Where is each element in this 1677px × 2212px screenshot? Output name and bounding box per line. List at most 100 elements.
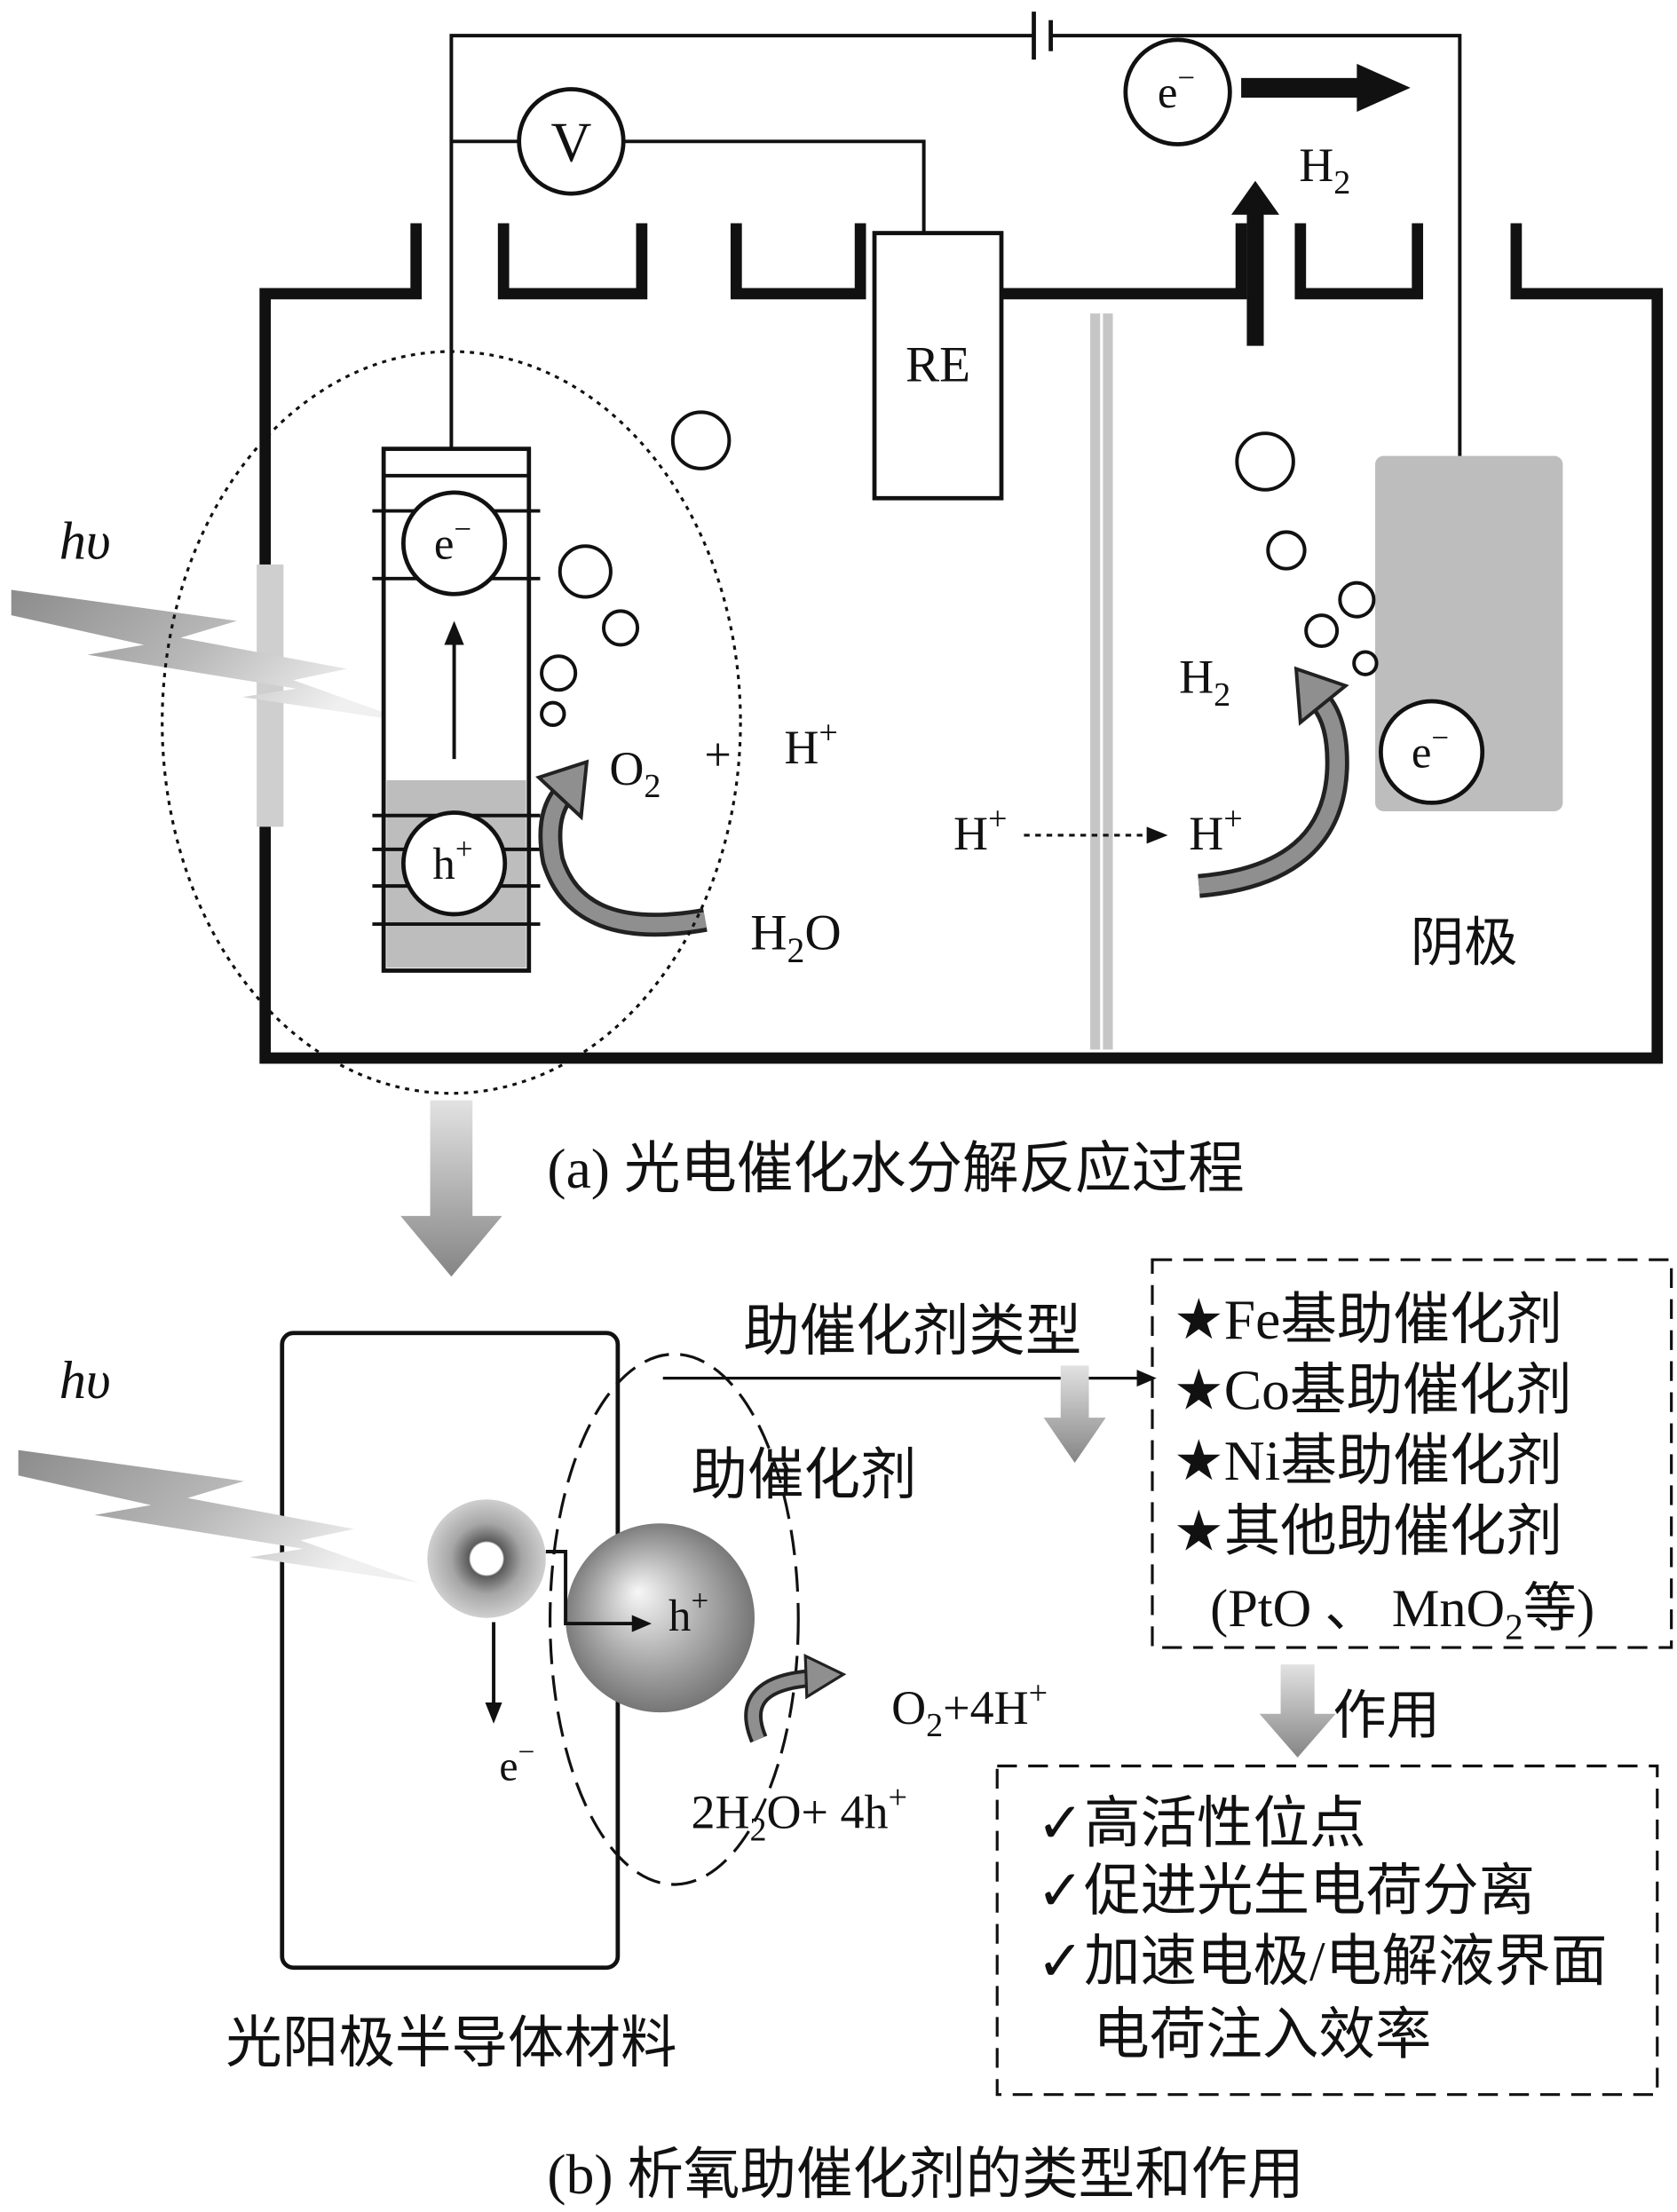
function-text: 促进光生电荷分离	[1084, 1860, 1535, 1923]
bubble	[670, 410, 732, 470]
proton-sup: +	[988, 801, 1008, 838]
reactants-label: 2H2O+ 4h+	[691, 1779, 907, 1849]
reactants-b: O+ 4h	[767, 1785, 889, 1838]
voltmeter-label: V	[550, 111, 591, 174]
type-text: Co基助催化剂	[1224, 1359, 1572, 1422]
electron-flow-arrow	[1241, 63, 1411, 112]
type-note-b: 等)	[1523, 1579, 1594, 1639]
products-b: +4H	[943, 1681, 1028, 1734]
oxygen-sub: 2	[644, 768, 661, 805]
water-label: H2O	[750, 905, 841, 970]
proton-transport-arrow-head	[1146, 826, 1168, 844]
excitation-ring-center	[472, 1544, 501, 1573]
electron-drift-arrow-head	[485, 1702, 502, 1724]
zoom-down-arrow	[400, 1100, 502, 1277]
functions-box	[995, 1764, 1659, 2097]
voltmeter-circle	[517, 87, 626, 196]
part-b-cocatalyst: 光阳极半导体材料 hυ e− h+ 助催化剂 O2+4H+ 2H2O+ 4h+ …	[18, 1258, 1673, 2206]
reactants-sub: 2	[749, 1812, 766, 1849]
cocatalyst-sphere	[566, 1523, 755, 1713]
electron-base: e	[499, 1743, 518, 1789]
caption-b: (b) 析氧助催化剂的类型和作用	[547, 2143, 1303, 2206]
type-text: Fe基助催化剂	[1224, 1288, 1562, 1351]
hole-sup: +	[455, 832, 473, 866]
check-icon: ✓	[1037, 1791, 1084, 1854]
bubble	[540, 654, 578, 692]
oxygen-bubbles	[540, 410, 732, 728]
products-a: O	[891, 1681, 926, 1734]
function-item-continuation: 电荷注入效率	[1093, 2003, 1431, 2066]
bubble	[601, 609, 640, 647]
lid-port-3	[1294, 223, 1424, 300]
oxidation-arrow-head	[535, 759, 589, 821]
function-down-arrow	[1259, 1664, 1336, 1758]
hole-label-anode: h+	[432, 832, 472, 889]
hydrogen-base: H	[1179, 651, 1214, 704]
water-oxidation-arrow-head	[803, 1654, 847, 1700]
check-icon: ✓	[1037, 1930, 1084, 1993]
electron-base: e	[1158, 67, 1178, 117]
light-label: hυ	[59, 512, 111, 572]
bubble	[1235, 431, 1295, 492]
cell-wall	[259, 223, 1664, 1064]
electron-base: e	[1412, 728, 1432, 778]
water-sub: 2	[787, 931, 805, 970]
proton-label-anode: H+	[784, 715, 838, 774]
electron-label: e−	[499, 1736, 534, 1790]
hydrogen-label-cathode: H2	[1179, 651, 1230, 714]
water-oxidation-curved-arrow	[748, 1672, 808, 1742]
circuit-wire	[449, 34, 1462, 458]
light-label: hυ	[59, 1351, 111, 1410]
function-item-interface: ✓加速电极/电解液界面	[1037, 1930, 1608, 1993]
types-heading: 助催化剂类型	[743, 1300, 1081, 1363]
types-box	[1151, 1258, 1673, 1649]
bubble	[1304, 613, 1340, 649]
hole-base: h	[432, 839, 455, 889]
reference-electrode-label: RE	[906, 336, 970, 392]
function-heading: 作用	[1333, 1687, 1440, 1746]
lid-segment-right	[995, 223, 1247, 300]
proton-sup: +	[1223, 801, 1243, 838]
star-icon: ★	[1174, 1429, 1224, 1492]
hole-label: h+	[668, 1584, 708, 1640]
bubble	[558, 544, 613, 599]
hydrogen-sub: 2	[1333, 164, 1350, 201]
electron-label-cathode: e−	[1412, 720, 1449, 777]
function-item-charge-separation: ✓促进光生电荷分离	[1037, 1860, 1535, 1923]
hole-transfer-arrow	[545, 1550, 635, 1626]
oxygen-base: O	[609, 742, 644, 795]
caption-a: (a) 光电催化水分解反应过程	[547, 1137, 1244, 1200]
reduction-curved-arrow	[1198, 696, 1345, 894]
star-icon: ★	[1174, 1359, 1224, 1422]
voltmeter-wire	[451, 139, 926, 236]
star-icon: ★	[1174, 1499, 1224, 1562]
light-bolt-icon	[11, 589, 412, 723]
water-tail: O	[804, 905, 841, 961]
products-sup: +	[1029, 1675, 1048, 1712]
hydrogen-sub: 2	[1214, 676, 1230, 714]
photoanode-highlight-ellipse	[161, 350, 742, 1095]
reduction-arrow-head	[1293, 666, 1349, 726]
hole-circle-anode	[400, 810, 508, 917]
oxygen-label: O2	[609, 742, 661, 805]
function-text: 加速电极/电解液界面	[1084, 1930, 1607, 1993]
electron-circle-top	[1123, 37, 1232, 146]
type-text: 其他助催化剂	[1224, 1499, 1562, 1562]
star-icon: ★	[1174, 1288, 1224, 1351]
hydrogen-bubbles	[1235, 431, 1379, 676]
electron-sup: −	[1177, 60, 1195, 95]
type-text: Ni基助催化剂	[1224, 1429, 1562, 1492]
electron-circle-cathode	[1378, 699, 1485, 805]
proton-sup: +	[819, 715, 838, 752]
cathode-label: 阴极	[1411, 913, 1518, 973]
bubble	[1338, 581, 1376, 619]
electron-sup: −	[1431, 720, 1449, 754]
type-note: (PtO 、 MnO2等)	[1210, 1579, 1594, 1647]
type-note-a: (PtO 、 MnO	[1210, 1579, 1505, 1639]
hydrogen-base: H	[1299, 138, 1333, 192]
reactants-a: 2H	[691, 1785, 749, 1838]
electron-base: e	[434, 519, 455, 569]
type-item-ni: ★Ni基助催化剂	[1174, 1429, 1562, 1492]
lid-port-2	[730, 223, 866, 300]
